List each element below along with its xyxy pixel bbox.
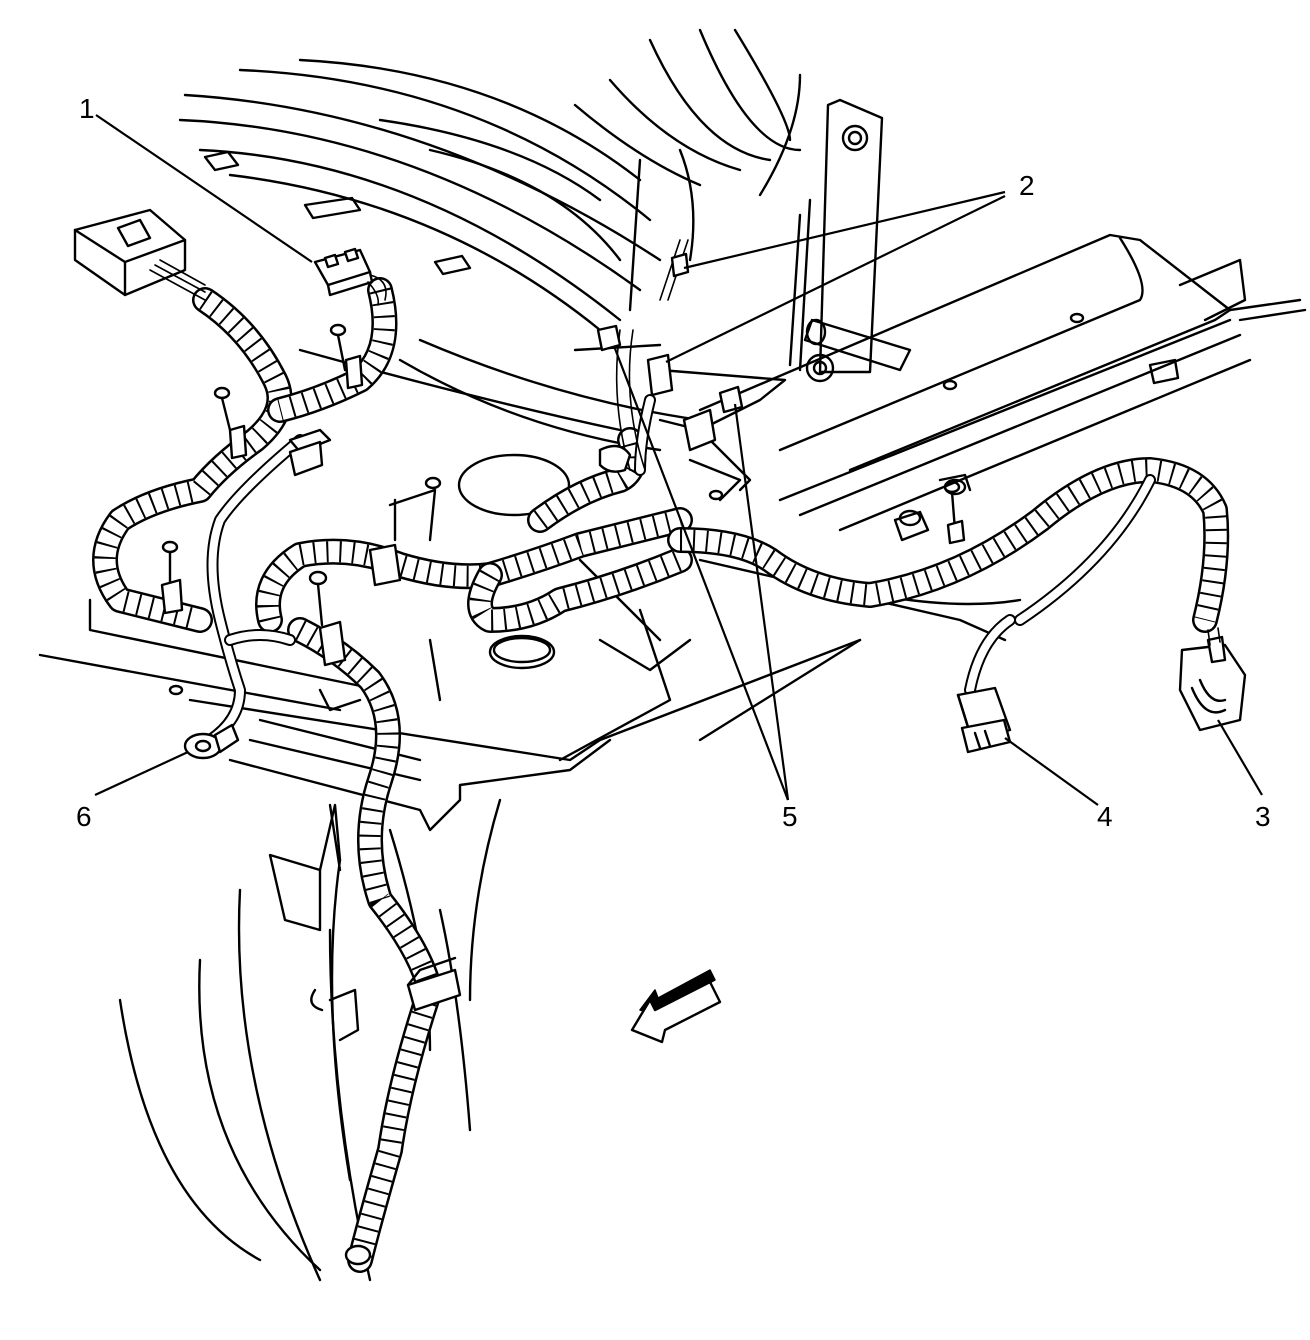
body-structure: [38, 28, 1307, 1282]
leader-4: [1004, 737, 1099, 806]
leader-2b: [665, 195, 1006, 363]
connector-inline-center: [288, 428, 332, 477]
leader-5a: [612, 345, 790, 801]
harness-upper-center: [527, 427, 647, 533]
wire-center-up: [634, 394, 656, 476]
callout-3: 3: [1255, 801, 1271, 832]
wire-ground-lead: [204, 434, 306, 746]
harness-main-left: [92, 287, 293, 633]
leader-5b: [733, 403, 790, 801]
wire-right-to-4: [1014, 474, 1156, 626]
connector-3: [1178, 627, 1247, 732]
callout-6: 6: [76, 801, 92, 832]
callouts: 1 2 3 4 5 6: [76, 93, 1271, 832]
leader-lines: [94, 114, 1263, 806]
leader-6: [94, 751, 189, 796]
callout-2: 2: [1019, 170, 1035, 201]
harness-end-cap: [344, 1244, 372, 1266]
front-direction-arrow: [630, 969, 722, 1044]
harness-upper-branch: [267, 277, 398, 423]
harness-center-trunk: [255, 507, 693, 633]
harness-down-run: [287, 617, 443, 1273]
harness-right-run: [667, 457, 1230, 633]
connector-1: [313, 247, 387, 306]
ring-terminal-6: [183, 723, 240, 760]
leader-2a: [683, 190, 1006, 270]
wire-connector-4: [964, 614, 1016, 696]
callout-1: 1: [79, 93, 95, 124]
leader-3: [1217, 719, 1263, 796]
retainer-clips: [160, 252, 966, 1012]
callout-5: 5: [782, 801, 798, 832]
wire-loop-left: [224, 629, 296, 646]
connector-large-left: [73, 208, 206, 301]
harness-center-loop: [467, 547, 693, 633]
connector-4: [956, 686, 1012, 754]
wiring-harness: [73, 208, 1247, 1273]
callout-4: 4: [1097, 801, 1113, 832]
leader-1: [95, 114, 313, 263]
